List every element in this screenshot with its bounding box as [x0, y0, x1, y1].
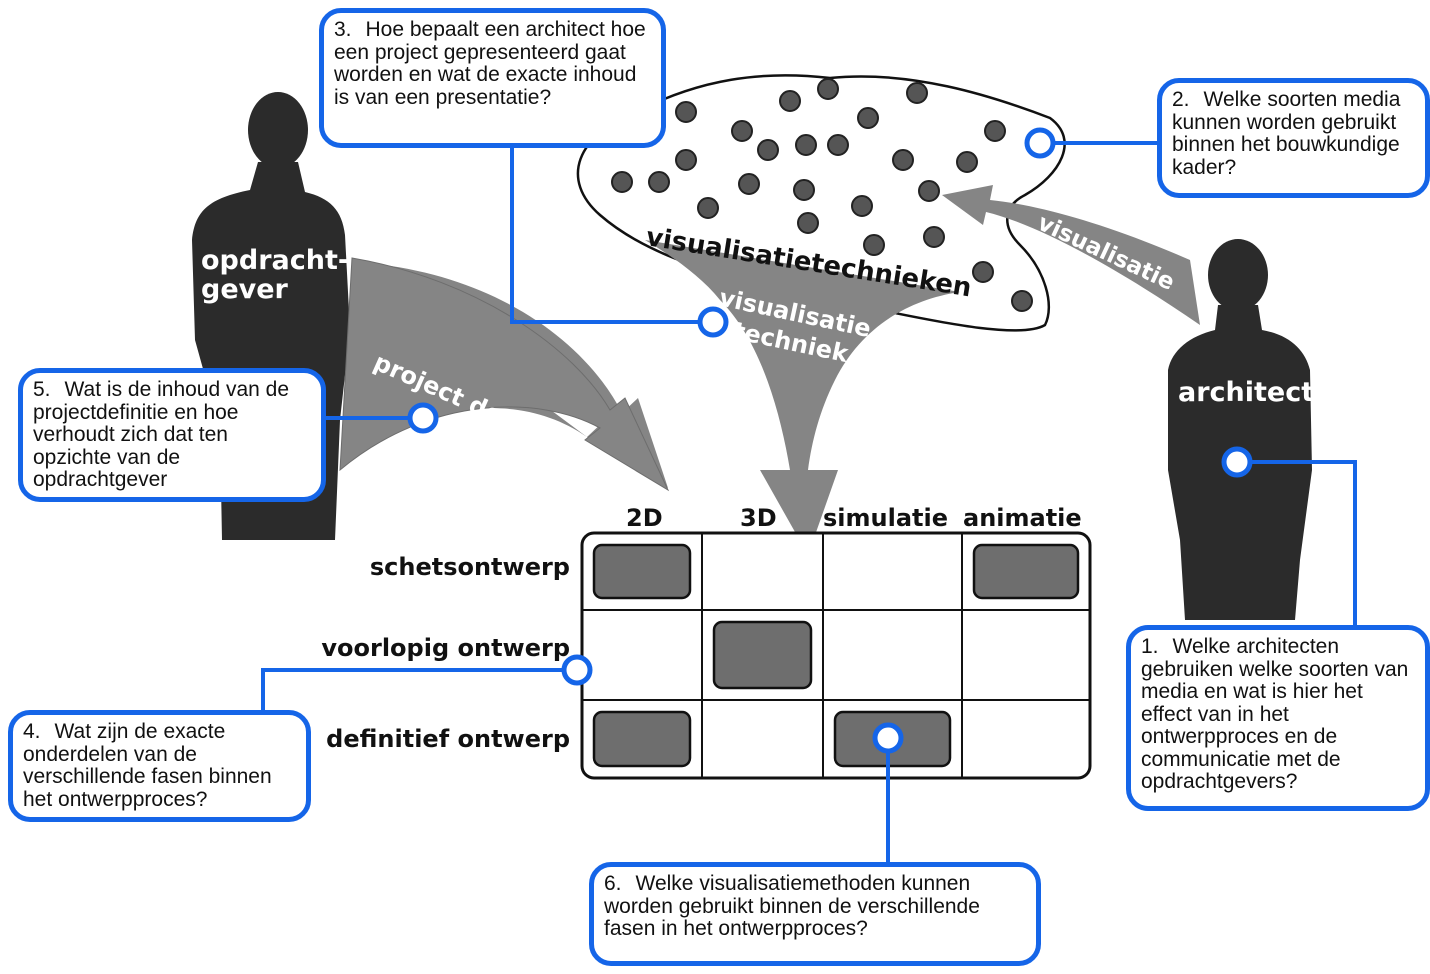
- media-dot: [817, 78, 839, 100]
- question-3-text: Hoe bepaalt een architect hoe een projec…: [334, 18, 646, 109]
- media-dot: [923, 226, 945, 248]
- question-6-number: 6.: [604, 872, 622, 895]
- question-1-callout: 1.Welke architecten gebruiken welke soor…: [1126, 625, 1430, 811]
- media-dot: [956, 151, 978, 173]
- media-dot: [972, 261, 994, 283]
- row-header-schetsontwerp: schetsontwerp: [369, 553, 570, 581]
- media-dot: [918, 180, 940, 202]
- question-4-callout: 4.Wat zijn de exacte onderdelen van de v…: [8, 710, 311, 822]
- question-5-callout: 5.Wat is de inhoud van de projectdefinit…: [18, 368, 326, 502]
- media-dot: [851, 195, 873, 217]
- media-dot: [675, 149, 697, 171]
- column-header-2d: 2D: [626, 504, 663, 532]
- media-dot: [827, 134, 849, 156]
- media-dot: [738, 173, 760, 195]
- row-header-voorlopig: voorlopig ontwerp: [321, 634, 570, 662]
- phase-media-matrix: [580, 531, 1092, 780]
- question-2-text: Welke soorten media kunnen worden gebrui…: [1172, 88, 1401, 179]
- question-3-callout: 3.Hoe bepaalt een architect hoe een proj…: [319, 8, 666, 148]
- question-3-number: 3.: [334, 18, 352, 41]
- question-4-text: Wat zijn de exacte onderdelen van de ver…: [23, 720, 272, 811]
- question-6-text: Welke visualisatiemethoden kunnen worden…: [604, 872, 980, 940]
- matrix-cell-filled: [972, 543, 1080, 600]
- media-dot: [731, 120, 753, 142]
- media-dot: [757, 139, 779, 161]
- question-2-number: 2.: [1172, 88, 1190, 111]
- question-1-number: 1.: [1141, 635, 1159, 658]
- media-dot: [611, 171, 633, 193]
- question-5-text: Wat is de inhoud van de projectdefinitie…: [33, 378, 290, 491]
- media-dot: [697, 197, 719, 219]
- media-dot: [648, 171, 670, 193]
- media-dot: [795, 134, 817, 156]
- column-header-3d: 3D: [740, 504, 777, 532]
- media-dot: [779, 90, 801, 112]
- question-5-number: 5.: [33, 378, 51, 401]
- row-header-definitief: definitief ontwerp: [326, 725, 570, 753]
- question-6-callout: 6.Welke visualisatiemethoden kunnen word…: [589, 862, 1041, 966]
- media-dot: [906, 82, 928, 104]
- matrix-cell-filled: [592, 543, 692, 600]
- media-dots: [611, 78, 1033, 312]
- media-dot: [675, 101, 697, 123]
- column-header-animatie: animatie: [963, 504, 1082, 532]
- question-2-callout: 2.Welke soorten media kunnen worden gebr…: [1157, 78, 1430, 198]
- matrix-cell-filled: [712, 620, 813, 690]
- column-header-simulatie: simulatie: [823, 504, 949, 532]
- client-label: opdracht- gever: [201, 245, 350, 305]
- media-dot: [793, 179, 815, 201]
- question-4-number: 4.: [23, 720, 41, 743]
- media-dot: [1011, 290, 1033, 312]
- media-dot: [984, 120, 1006, 142]
- technique-arrow: [645, 240, 960, 555]
- media-dot: [892, 149, 914, 171]
- media-dot: [863, 234, 885, 256]
- matrix-cell-filled: [592, 710, 692, 768]
- architect-label: architect: [1178, 377, 1315, 408]
- visualisation-arrow: [942, 185, 1200, 325]
- connector-lines: [261, 141, 1357, 866]
- media-dot: [857, 107, 879, 129]
- connector-nodes: [407, 127, 1253, 754]
- question-1-text: Welke architecten gebruiken welke soorte…: [1141, 635, 1409, 793]
- media-dot: [797, 212, 819, 234]
